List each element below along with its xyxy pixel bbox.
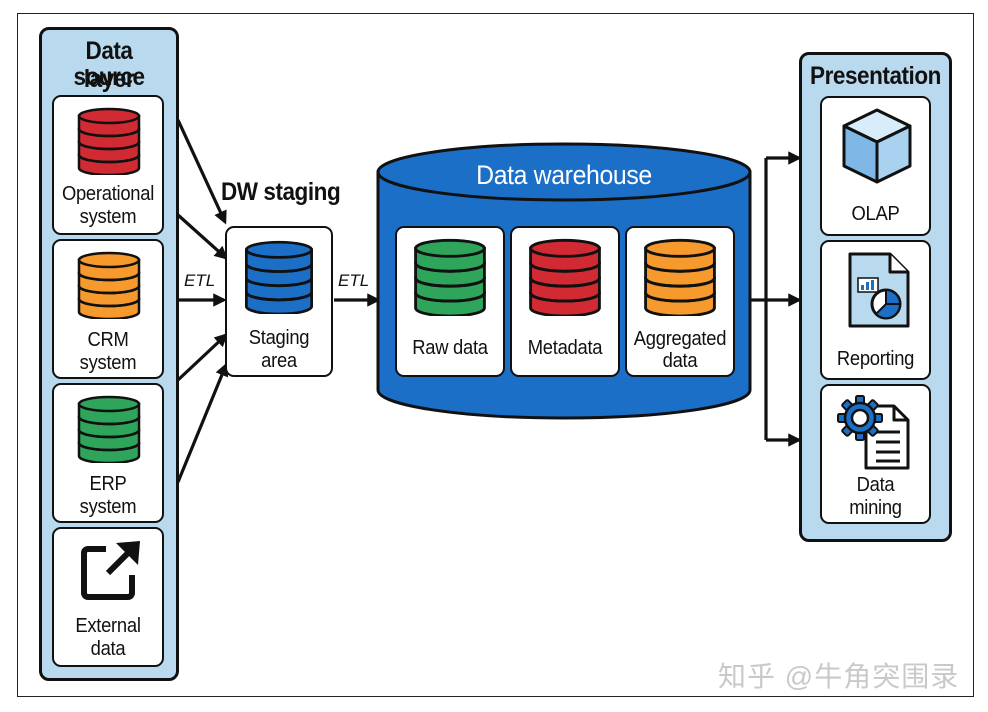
arrow-erp-to-staging [176,333,228,382]
card-label-line2: data [662,350,698,372]
report-chart-icon [848,252,910,328]
raw-data-card[interactable]: Raw data [395,226,505,377]
operational-system-card[interactable]: Operational system [52,95,164,235]
card-label-line1: Metadata [527,337,603,359]
arrow-external-to-staging [176,362,229,483]
card-label-line1: External [75,615,141,637]
card-label-line1: Operational [61,183,155,205]
card-label-line1: CRM [87,329,129,351]
card-label-line1: Reporting [836,348,915,370]
database-icon [77,107,141,175]
metadata-card[interactable]: Metadata [510,226,620,377]
card-label-line1: Raw data [412,337,488,359]
card-label-line2: data [90,638,126,660]
database-icon [77,395,141,463]
erp-system-card[interactable]: ERP system [52,383,164,523]
card-label-line2: system [79,352,137,374]
external-link-icon [81,541,140,600]
panel-title-line1: Data source [73,37,145,91]
etl-label-staging: ETL [338,271,370,290]
crm-system-card[interactable]: CRM system [52,239,164,379]
arrow-operational2-to-staging [176,213,229,260]
external-data-card[interactable]: External data [52,527,164,667]
data-warehouse-title: Data warehouse [476,160,652,190]
gear-document-icon [837,395,910,470]
card-label-line1: OLAP [851,203,900,225]
database-icon [644,238,716,316]
etl-label-source: ETL [184,271,216,290]
card-label-line2: system [79,496,137,518]
card-label-line1: Aggregated [633,328,727,350]
dw-staging-title: DW staging [221,178,341,206]
cube-icon [842,108,912,184]
staging-area-card[interactable]: Staging area [225,226,333,377]
card-label-line2: system [79,206,137,228]
arrow-operational-to-staging [176,119,227,225]
panel-title-line2: layer [83,65,135,93]
database-icon [414,238,486,316]
card-label-line1: Staging [248,327,310,349]
data-mining-card[interactable]: Data mining [820,384,931,524]
presentation-title: Presentation [810,62,941,90]
card-label-line1: ERP [89,473,127,495]
watermark: 知乎 @牛角突围录 [718,661,960,692]
olap-card[interactable]: OLAP [820,96,931,236]
card-label-line1: Data [856,474,895,496]
aggregated-data-card[interactable]: Aggregated data [625,226,735,377]
database-icon [77,251,141,319]
reporting-card[interactable]: Reporting [820,240,931,380]
card-label-line2: mining [849,497,902,519]
card-label-line2: area [261,350,297,372]
database-icon [529,238,601,316]
diagram-frame [17,13,974,697]
database-icon [244,240,314,314]
